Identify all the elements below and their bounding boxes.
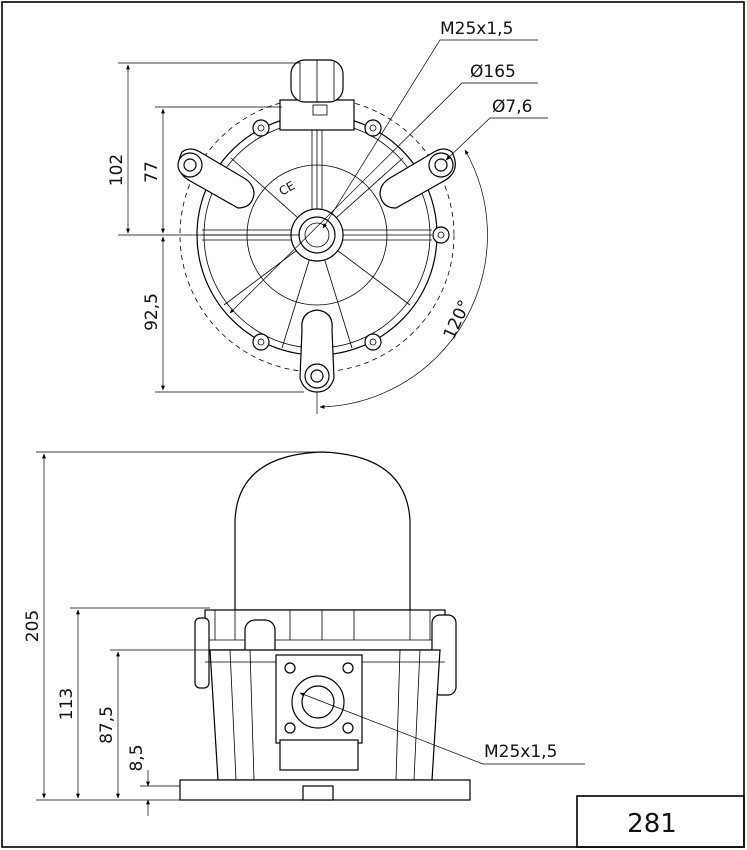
mounting-lug-bottom <box>299 309 335 393</box>
side-view: 205 113 87,5 8,5 M25x1,5 <box>23 451 585 816</box>
callout-m25-top: M25x1,5 <box>440 19 513 39</box>
title-block: 281 <box>576 795 745 848</box>
top-dim-lines <box>118 62 304 393</box>
dim-205: 205 <box>23 610 43 642</box>
angle-arc <box>319 149 488 409</box>
ce-mark: CE <box>277 178 298 198</box>
dim-92-5: 92,5 <box>142 293 162 331</box>
mounting-lug-left <box>177 148 255 209</box>
dim-87-5: 87,5 <box>97 706 117 744</box>
dim-102: 102 <box>107 154 127 186</box>
mounting-lug-right <box>379 148 456 209</box>
upper-rim <box>204 609 446 651</box>
top-leaders <box>229 39 548 314</box>
callout-m25-side: M25x1,5 <box>484 742 557 762</box>
drawing-number: 281 <box>627 809 677 839</box>
dim-77: 77 <box>142 161 162 183</box>
dim-120: 120° <box>440 297 475 343</box>
side-leader <box>299 692 585 765</box>
side-dim-lines <box>36 451 322 816</box>
top-view: CE 102 77 92,5 120° M25x1,5 Ø165 Ø7,6 <box>107 19 548 414</box>
callout-d7-6: Ø7,6 <box>492 97 532 117</box>
callout-d165: Ø165 <box>470 62 516 82</box>
glass-dome <box>234 451 411 611</box>
dim-113: 113 <box>57 688 77 720</box>
dim-8-5: 8,5 <box>127 744 147 771</box>
